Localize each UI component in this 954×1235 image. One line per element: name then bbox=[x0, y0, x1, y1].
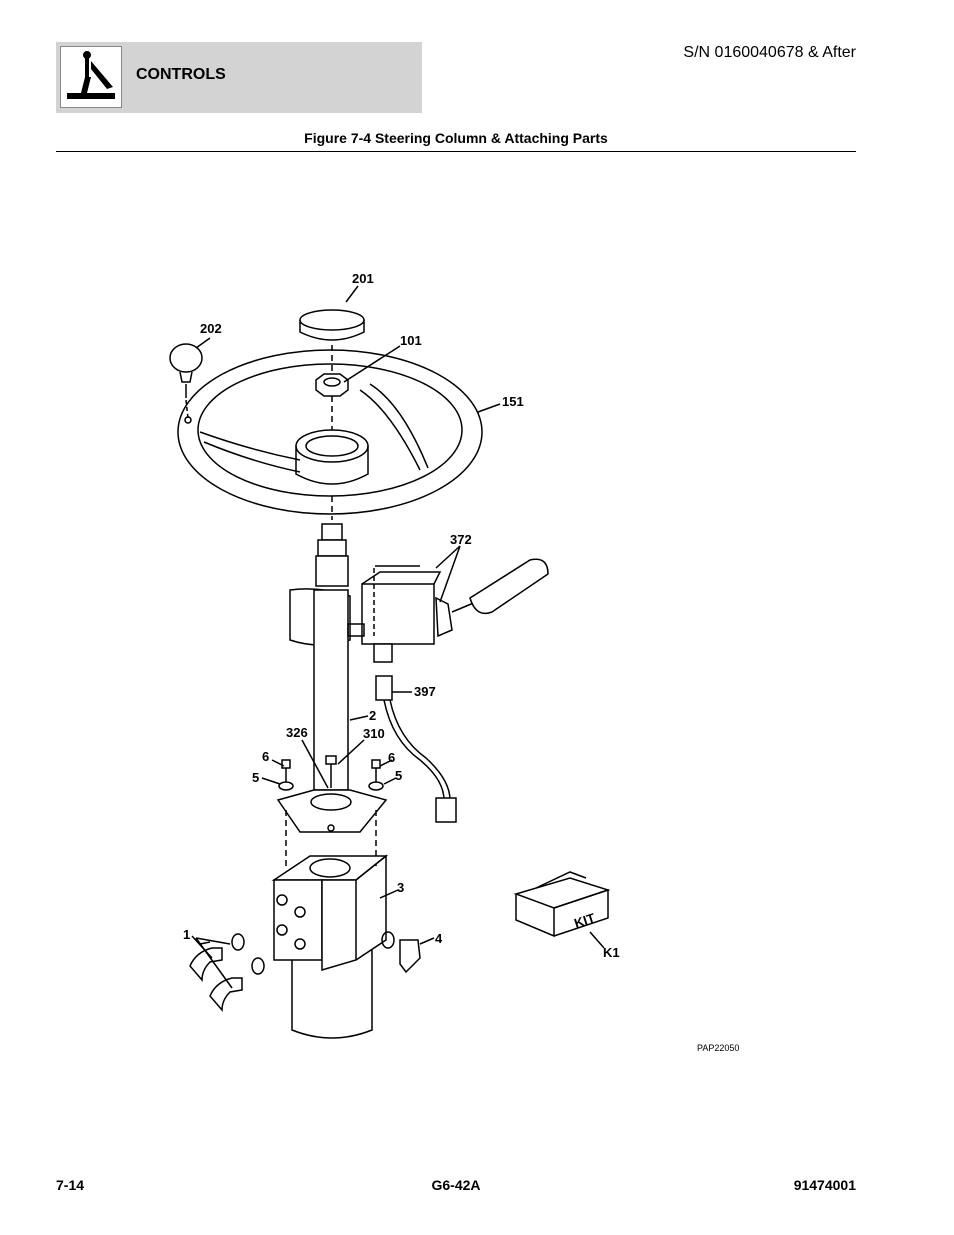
callout-3: 3 bbox=[397, 880, 404, 895]
callout-372: 372 bbox=[450, 532, 472, 547]
section-title: CONTROLS bbox=[136, 66, 226, 83]
callout-6-left: 6 bbox=[262, 749, 269, 764]
callout-201: 201 bbox=[352, 271, 374, 286]
callout-326: 326 bbox=[286, 725, 308, 740]
document-number: 91474001 bbox=[793, 1177, 856, 1193]
callout-1: 1 bbox=[183, 927, 190, 942]
callout-k1: K1 bbox=[603, 945, 620, 960]
drawing-reference: PAP22050 bbox=[697, 1043, 739, 1053]
horn-cap bbox=[299, 309, 365, 341]
model-number: G6-42A bbox=[431, 1177, 481, 1193]
callout-151: 151 bbox=[502, 394, 524, 409]
callout-4: 4 bbox=[435, 931, 443, 946]
fittings-left bbox=[189, 933, 265, 1013]
header-rule bbox=[56, 151, 856, 152]
nut bbox=[315, 373, 349, 397]
callout-5-left: 5 bbox=[252, 770, 259, 785]
mounting-plate bbox=[276, 789, 388, 833]
bolts-washers bbox=[278, 755, 384, 791]
leader-lines bbox=[191, 285, 605, 989]
callout-5-right: 5 bbox=[395, 768, 402, 783]
joystick-control-icon bbox=[60, 46, 122, 108]
kit-box bbox=[513, 871, 611, 938]
callout-310: 310 bbox=[363, 726, 385, 741]
figure-title: Figure 7-4 Steering Column & Attaching P… bbox=[304, 130, 608, 146]
shift-lever bbox=[373, 558, 549, 638]
callout-397: 397 bbox=[414, 684, 436, 699]
fitting-right bbox=[381, 931, 421, 974]
page-number: 7-14 bbox=[56, 1177, 85, 1193]
spinner-knob bbox=[169, 343, 203, 398]
steering-column bbox=[289, 523, 442, 791]
kit-label: KIT bbox=[572, 910, 597, 931]
callout-2: 2 bbox=[369, 708, 376, 723]
steering-wheel bbox=[177, 349, 483, 515]
serial-number: S/N 0160040678 & After bbox=[683, 44, 856, 61]
steering-unit bbox=[271, 854, 389, 1039]
callout-101: 101 bbox=[400, 333, 422, 348]
wire-harness bbox=[375, 675, 457, 823]
callout-6-right: 6 bbox=[388, 750, 395, 765]
callout-202: 202 bbox=[200, 321, 222, 336]
